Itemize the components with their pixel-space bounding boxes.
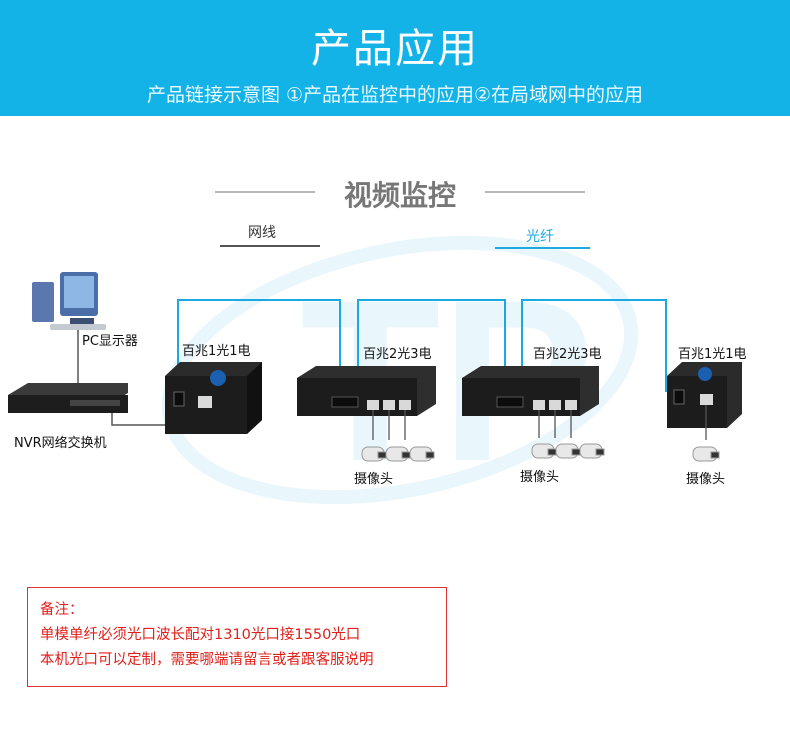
legend-cable-label: 网线: [248, 225, 276, 241]
switch-right-label: 百兆2光3电: [533, 347, 602, 362]
camera-links: [372, 405, 707, 440]
camera-icon-3: [692, 446, 720, 462]
switch-left-device: [297, 366, 436, 416]
notes-line-custom: 本机光口可以定制，需要哪端请留言或者跟客服说明: [40, 652, 374, 668]
pc-label: PC显示器: [82, 334, 138, 349]
converter-left-label: 百兆1光1电: [182, 344, 251, 359]
camera-icons-group-1: [361, 446, 435, 462]
switch-left-label: 百兆2光3电: [363, 347, 432, 362]
banner-subtitle: 产品链接示意图 ①产品在监控中的应用②在局域网中的应用: [146, 84, 644, 106]
title-rule-left: [215, 191, 315, 193]
notes-heading: 备注：: [40, 602, 84, 618]
camera-icons-group-2: [531, 443, 605, 459]
camera-label-2: 摄像头: [520, 470, 560, 485]
camera-label-1: 摄像头: [354, 472, 394, 487]
title-rule-right: [485, 191, 585, 193]
camera-label-3: 摄像头: [686, 472, 726, 487]
nvr-label: NVR网络交换机: [14, 436, 107, 451]
banner-title: 产品应用: [311, 26, 479, 72]
fiber-links: [177, 299, 667, 392]
notes-line-wavelength: 单模单纤必须光口波长配对1310光口接1550光口: [40, 627, 361, 643]
converter-right-label: 百兆1光1电: [678, 347, 747, 362]
converter-left-device: [165, 362, 262, 434]
notes-box: 备注： 单模单纤必须光口波长配对1310光口接1550光口 本机光口可以定制，需…: [27, 587, 447, 687]
nvr-device-icon: [8, 383, 128, 413]
converter-right-device: [667, 362, 742, 428]
section-title: 视频监控: [343, 179, 456, 212]
legend-fiber-label: 光纤: [526, 229, 554, 245]
pc-monitor-icon: [32, 272, 106, 330]
header-banner: 产品应用 产品链接示意图 ①产品在监控中的应用②在局域网中的应用: [0, 0, 790, 116]
switch-right-device: [462, 366, 599, 416]
